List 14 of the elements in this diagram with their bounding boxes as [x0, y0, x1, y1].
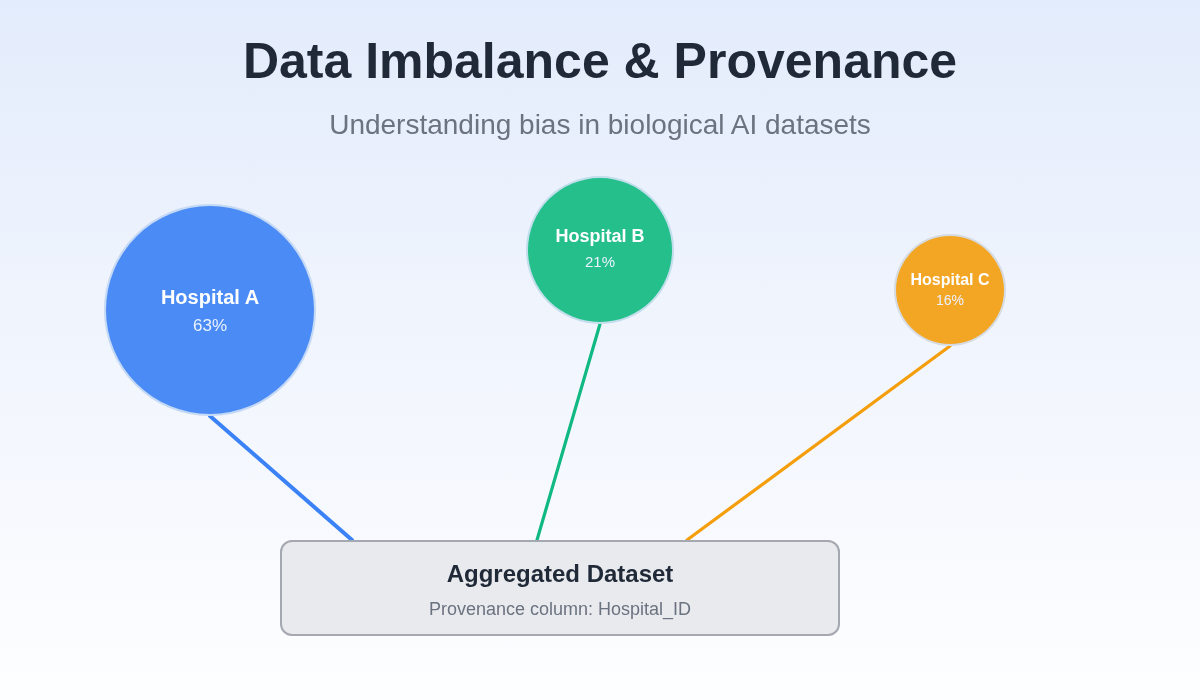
diagram-title: Data Imbalance & Provenance: [242, 33, 958, 89]
node-title: Aggregated Dataset: [446, 560, 674, 589]
subtitle: Understanding bias in biological AI datasets: [329, 109, 871, 140]
share-percentage: 63%: [193, 316, 227, 337]
node-title: Hospital B: [555, 226, 645, 248]
connector-line: [685, 344, 952, 542]
node-subtitle: Provenance column: Hospital_ID: [428, 599, 692, 621]
connector-line: [535, 322, 602, 542]
share-percentage: 21%: [585, 253, 615, 271]
node-title: Hospital A: [160, 285, 260, 309]
share-percentage: 16%: [936, 292, 964, 309]
dataset-box: [280, 540, 840, 636]
connector-line: [208, 414, 354, 542]
node-title: Hospital C: [910, 270, 990, 290]
